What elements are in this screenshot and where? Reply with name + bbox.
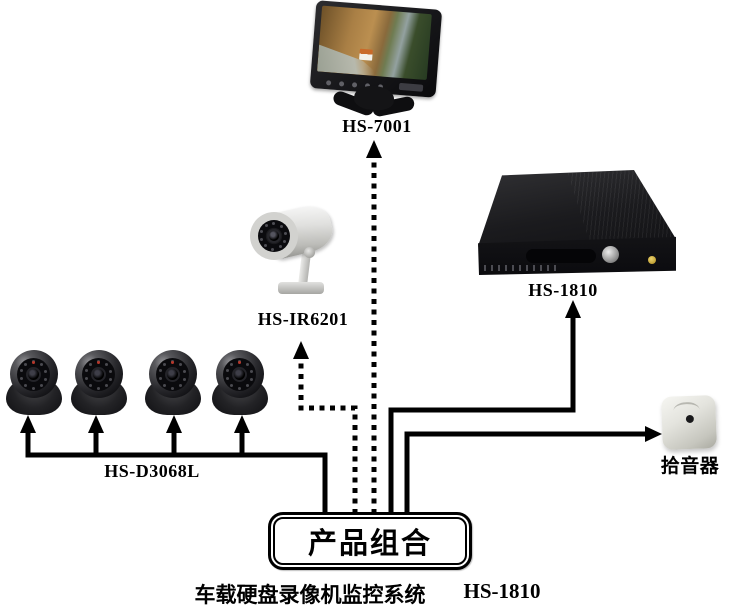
bullet-camera-label: HS-IR6201 xyxy=(257,309,349,329)
pickup-label: 拾音器 xyxy=(660,455,720,477)
dome-camera-image-3 xyxy=(145,350,201,416)
arrowhead-dvr xyxy=(565,300,581,318)
caption-system-name: 车载硬盘录像机监控系统 xyxy=(194,583,426,607)
monitor-body xyxy=(302,0,451,125)
dome-camera-image-2 xyxy=(71,350,127,416)
dvr-aviation-connector xyxy=(602,246,619,264)
line-dvr xyxy=(388,316,576,514)
pickup-box xyxy=(661,395,717,450)
monitor-stand xyxy=(331,81,416,120)
monitor-image xyxy=(306,0,446,120)
arrowhead-bullet xyxy=(293,341,309,359)
dvr-front-pins xyxy=(484,265,560,272)
bullet-bracket-base xyxy=(278,282,324,294)
bullet-front-face xyxy=(250,212,298,260)
arrowhead-dome-2 xyxy=(88,415,104,433)
pickup-mic-hole xyxy=(685,414,695,424)
dvr-jack xyxy=(648,255,656,264)
product-combination-label: 产品组合 xyxy=(307,526,432,560)
bullet-lens xyxy=(269,231,279,241)
screen-road xyxy=(317,40,383,77)
dvr-label-recess xyxy=(526,248,596,264)
product-combination-box: 产品组合 xyxy=(268,512,472,570)
monitor-screen xyxy=(317,5,432,81)
bullet-camera-image xyxy=(246,200,346,304)
pickup-image xyxy=(660,394,718,454)
dome-cameras-label: HS-D3068L xyxy=(104,461,200,481)
line-bullet-dashed xyxy=(298,358,358,514)
arrowhead-pickup xyxy=(645,426,662,442)
arrowhead-dome-1 xyxy=(20,415,36,433)
bullet-knob xyxy=(304,247,315,258)
screen-truck xyxy=(358,48,373,62)
arrowhead-dome-3 xyxy=(166,415,182,433)
dvr-image xyxy=(476,169,676,275)
dome-camera-image-4 xyxy=(212,350,268,416)
arrowhead-monitor xyxy=(366,140,382,158)
dvr-label: HS-1810 xyxy=(528,280,598,300)
line-pickup xyxy=(404,431,646,514)
caption-model: HS-1810 xyxy=(463,579,541,603)
caption: 车载硬盘录像机监控系统 HS-1810 xyxy=(0,579,735,609)
monitor-label: HS-7001 xyxy=(342,116,412,136)
line-dome-bus xyxy=(25,430,328,514)
bullet-bracket-arm xyxy=(298,253,311,285)
bullet-ir-ring xyxy=(258,220,290,252)
dome-camera-image-1 xyxy=(6,350,62,416)
arrowhead-dome-4 xyxy=(234,415,250,433)
